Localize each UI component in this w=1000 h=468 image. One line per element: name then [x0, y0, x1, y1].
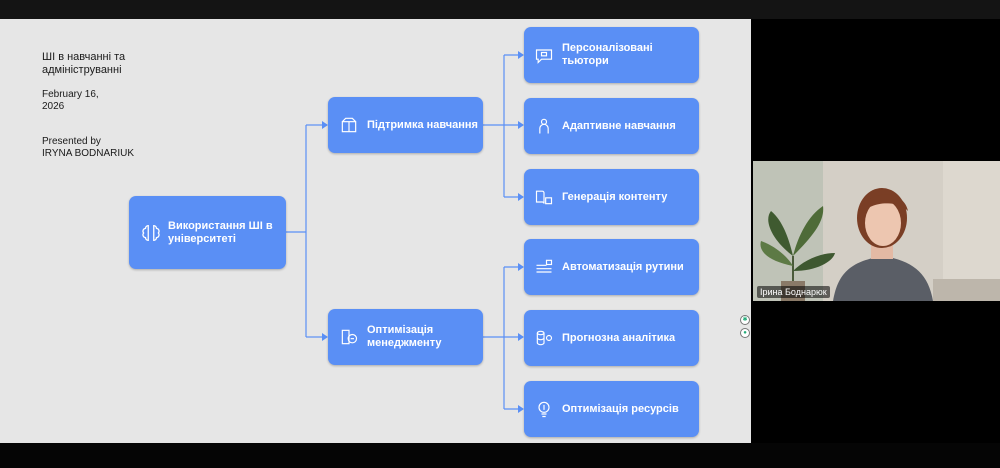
leaf-label: Генерація контенту: [562, 190, 668, 203]
leaf-node-adaptive-learning: Адаптивне навчання: [524, 98, 699, 154]
participant-video-tile[interactable]: Ірина Боднарюк: [753, 161, 1000, 301]
leaf-node-resource-optimization: Оптимізація ресурсів: [524, 381, 699, 437]
meeting-top-bar: [0, 0, 1000, 19]
root-label: Використання ШІ в університеті: [168, 219, 273, 245]
mindmap-connectors: [286, 51, 524, 413]
list-robot-icon: [532, 255, 556, 279]
leaf-label: Прогнозна аналітика: [562, 331, 676, 344]
leaf-label: Автоматизація рутини: [562, 260, 684, 273]
leaf-node-predictive-analytics: Прогнозна аналітика: [524, 310, 699, 366]
leaf-node-routine-automation: Автоматизація рутини: [524, 239, 699, 295]
box-icon: [337, 113, 361, 137]
shared-slide: ШІ в навчанні та адмініструванні Februar…: [0, 19, 751, 443]
side-controls: ✱ ●: [740, 315, 750, 341]
mindmap-root-node: Використання ШІ в університеті: [129, 196, 286, 269]
lightbulb-icon: [532, 397, 556, 421]
book-icon: [532, 185, 556, 209]
presented-by: Presented by IRYNA BODNARIUK: [42, 136, 152, 160]
leaf-label: Оптимізація ресурсів: [562, 402, 679, 415]
participant-name: Ірина Боднарюк: [757, 286, 830, 298]
branch-node-learning-support: Підтримка навчання: [328, 97, 483, 153]
slide-title: ШІ в навчанні та адмініструванні: [42, 51, 126, 76]
record-icon[interactable]: ●: [740, 328, 750, 338]
connector-b1-children: [482, 54, 518, 198]
connector-root: [286, 125, 307, 337]
branch-node-management: Оптимізація менеджменту: [328, 309, 483, 365]
person-icon: [532, 114, 556, 138]
leaf-node-content-generation: Генерація контенту: [524, 169, 699, 225]
connector-b2-children: [482, 266, 518, 410]
leaf-label: Персоналізовані тьютори: [562, 42, 653, 67]
branch-label: Підтримка навчання: [367, 118, 478, 131]
slide-date: February 16, 2026: [42, 89, 99, 112]
database-icon: [532, 326, 556, 350]
leaf-label: Адаптивне навчання: [562, 119, 676, 132]
brain-icon: [139, 221, 163, 245]
participant-video: [753, 161, 1000, 301]
presenter-name: IRYNA BODNARIUK: [42, 148, 135, 159]
management-icon: [337, 325, 361, 349]
chat-bot-icon: [532, 43, 556, 67]
presented-by-label: Presented by: [42, 136, 101, 147]
meeting-bottom-bar: [0, 443, 1000, 468]
settings-icon[interactable]: ✱: [740, 315, 750, 325]
leaf-node-personal-tutors: Персоналізовані тьютори: [524, 27, 699, 83]
branch-label: Оптимізація менеджменту: [367, 324, 442, 349]
